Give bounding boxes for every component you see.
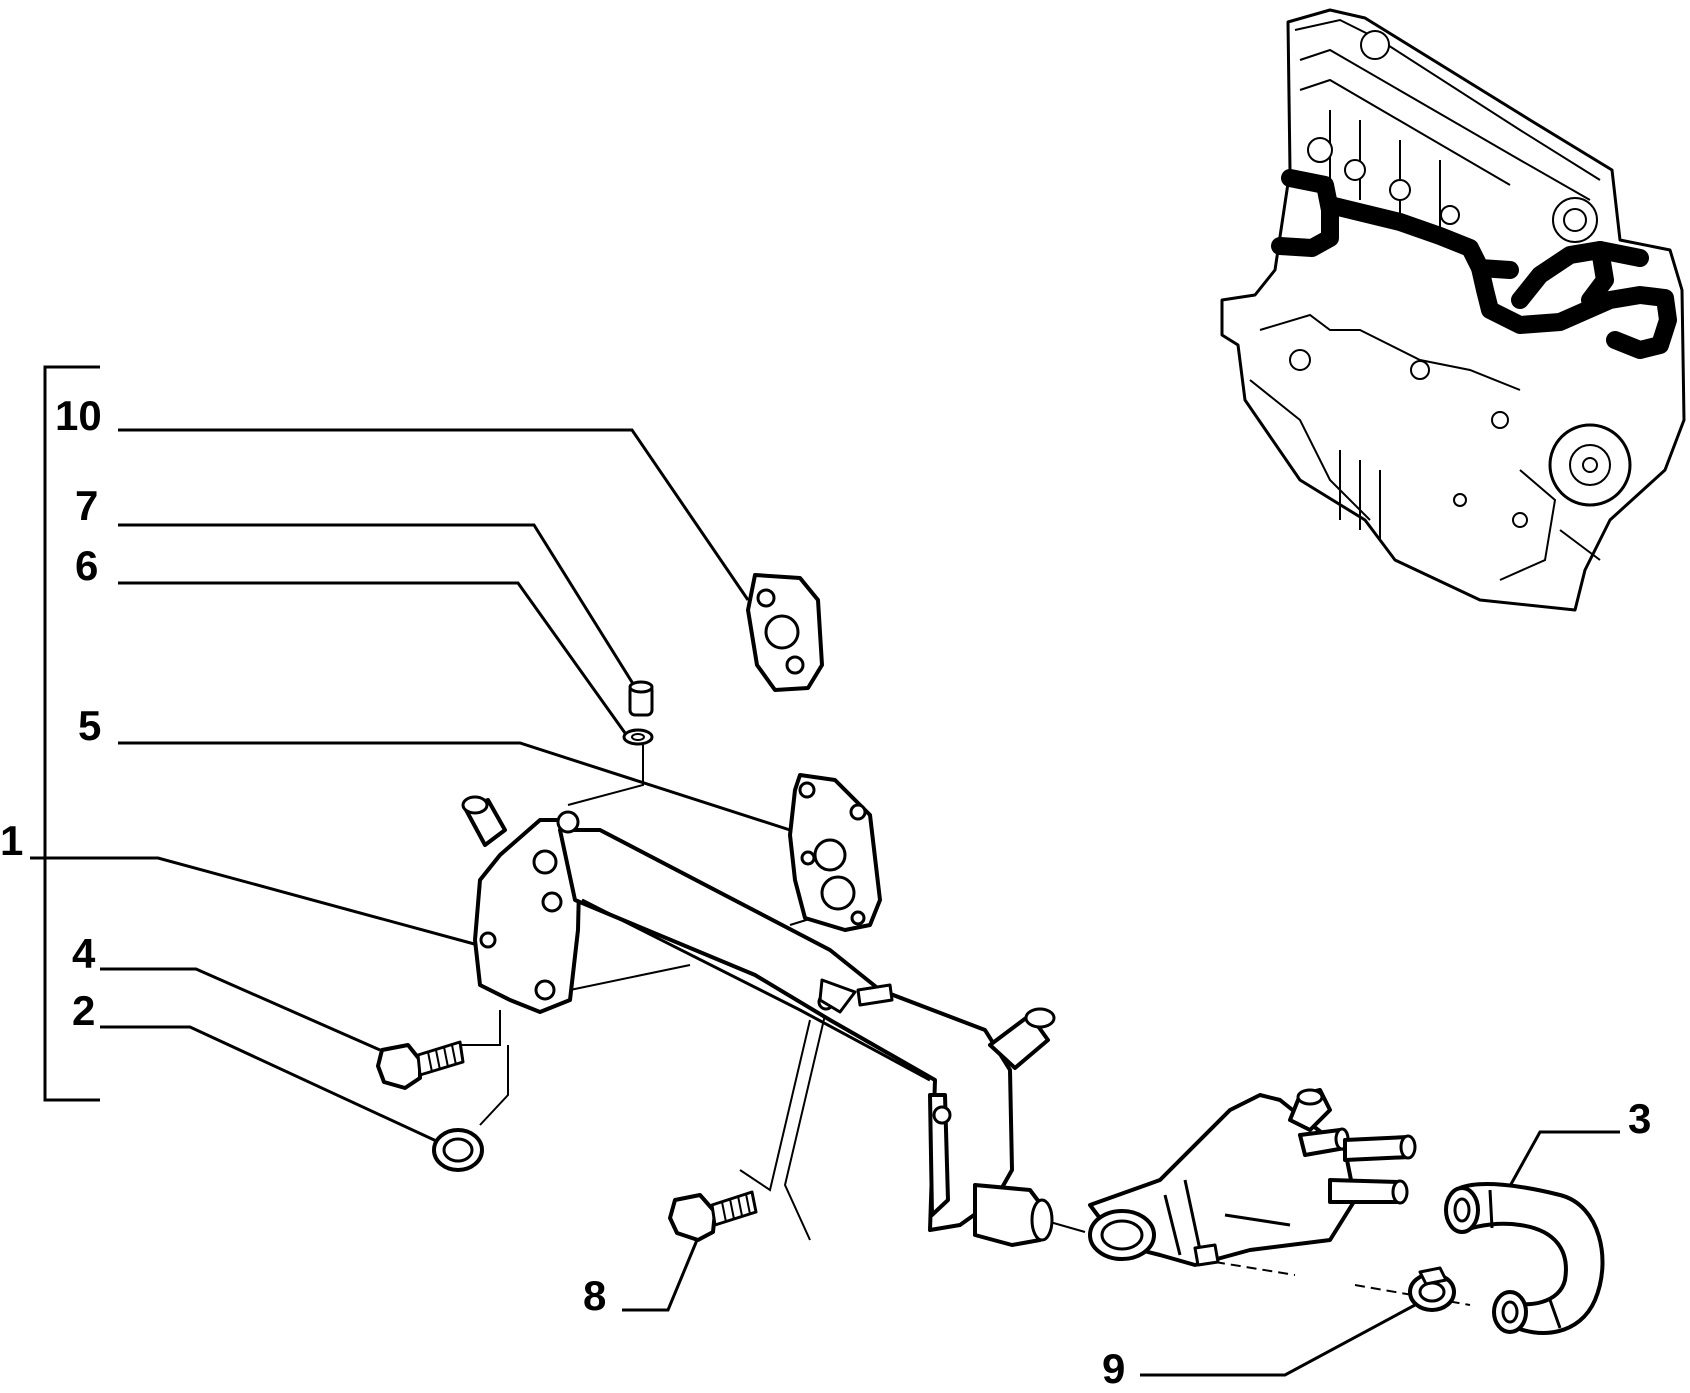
- leader-lines: [30, 428, 1620, 1377]
- callout-4: 4: [72, 930, 96, 977]
- callout-7: 7: [75, 482, 98, 529]
- callout-8: 8: [583, 1272, 606, 1319]
- seal-ring-part-2: [432, 1128, 484, 1172]
- engine-overview-illustration: [1220, 8, 1686, 612]
- washer-part-6: [622, 728, 654, 746]
- gasket-part-5: [788, 773, 882, 932]
- group-bracket: [43, 365, 100, 1102]
- callout-5: 5: [78, 702, 101, 749]
- thermostat-housing: [1088, 1088, 1417, 1267]
- callout-1: 1: [0, 817, 23, 864]
- callout-6: 6: [75, 542, 98, 589]
- gasket-part-10: [746, 573, 824, 692]
- bolt-part-4: [376, 1040, 465, 1090]
- water-pipe-part-1: [461, 795, 1056, 1247]
- bolt-part-8: [668, 1190, 758, 1242]
- plug-part-7: [628, 680, 654, 717]
- callout-3: 3: [1628, 1095, 1651, 1142]
- callout-9: 9: [1102, 1345, 1125, 1392]
- hose-part-3: [1444, 1182, 1605, 1335]
- callout-2: 2: [72, 987, 95, 1034]
- hose-clamp-part-9: [1408, 1266, 1456, 1312]
- callout-10: 10: [55, 392, 102, 439]
